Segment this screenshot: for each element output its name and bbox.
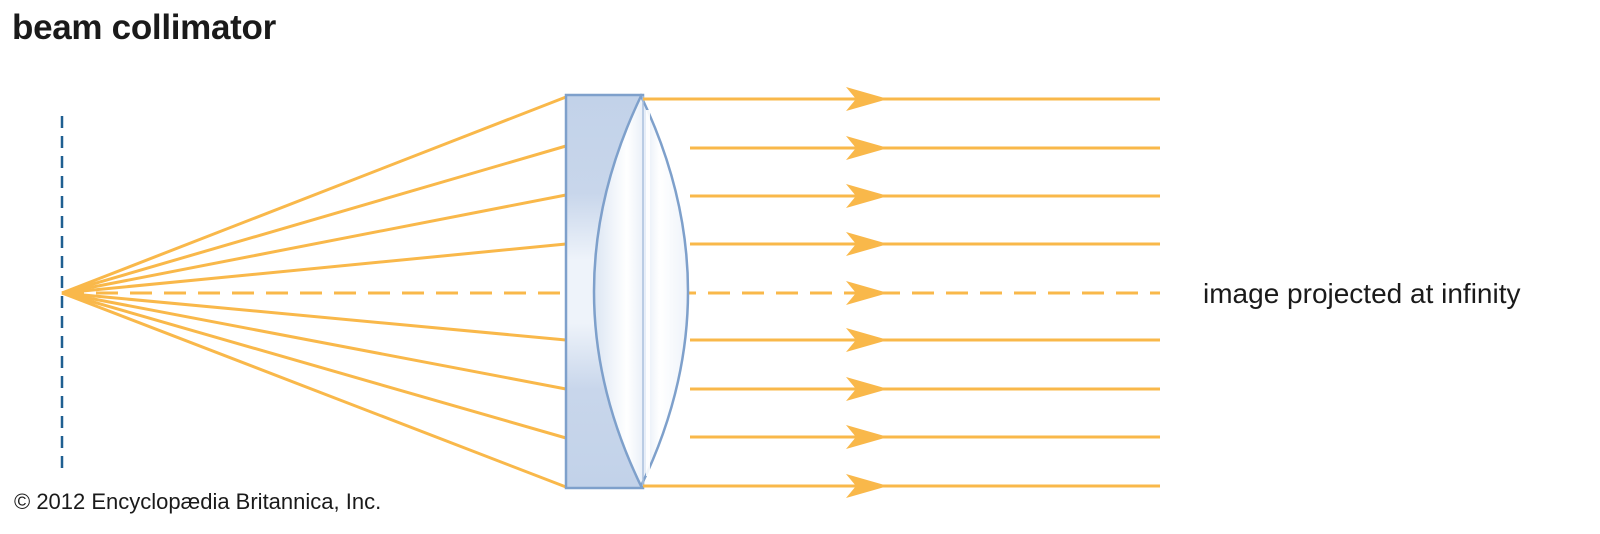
diagram-title: beam collimator bbox=[12, 8, 276, 47]
diverging-ray bbox=[61, 193, 567, 295]
ray-arrow-icon bbox=[846, 377, 888, 401]
ray-arrow-icon bbox=[846, 328, 888, 352]
ray-arrowheads bbox=[846, 87, 888, 498]
ray-arrow-icon bbox=[846, 232, 888, 256]
ray-arrow-icon bbox=[846, 281, 888, 305]
ray-arrow-icon bbox=[846, 136, 888, 160]
diverging-ray bbox=[61, 144, 567, 295]
diverging-rays bbox=[61, 95, 567, 489]
diverging-ray bbox=[61, 291, 567, 440]
diverging-ray bbox=[61, 95, 567, 295]
ray-arrow-icon bbox=[846, 87, 888, 111]
collimated-rays bbox=[643, 97, 1160, 488]
copyright-credit: © 2012 Encyclopædia Britannica, Inc. bbox=[14, 489, 382, 514]
diverging-ray bbox=[61, 291, 567, 391]
lens-convex-element bbox=[592, 93, 690, 489]
diverging-ray bbox=[61, 242, 567, 295]
ray-arrow-icon bbox=[846, 184, 888, 208]
diverging-ray bbox=[61, 291, 567, 489]
collimating-lens bbox=[564, 93, 690, 490]
ray-arrow-icon bbox=[846, 425, 888, 449]
diverging-ray bbox=[61, 291, 567, 342]
ray-arrow-icon bbox=[846, 474, 888, 498]
image-projected-label: image projected at infinity bbox=[1203, 278, 1521, 309]
